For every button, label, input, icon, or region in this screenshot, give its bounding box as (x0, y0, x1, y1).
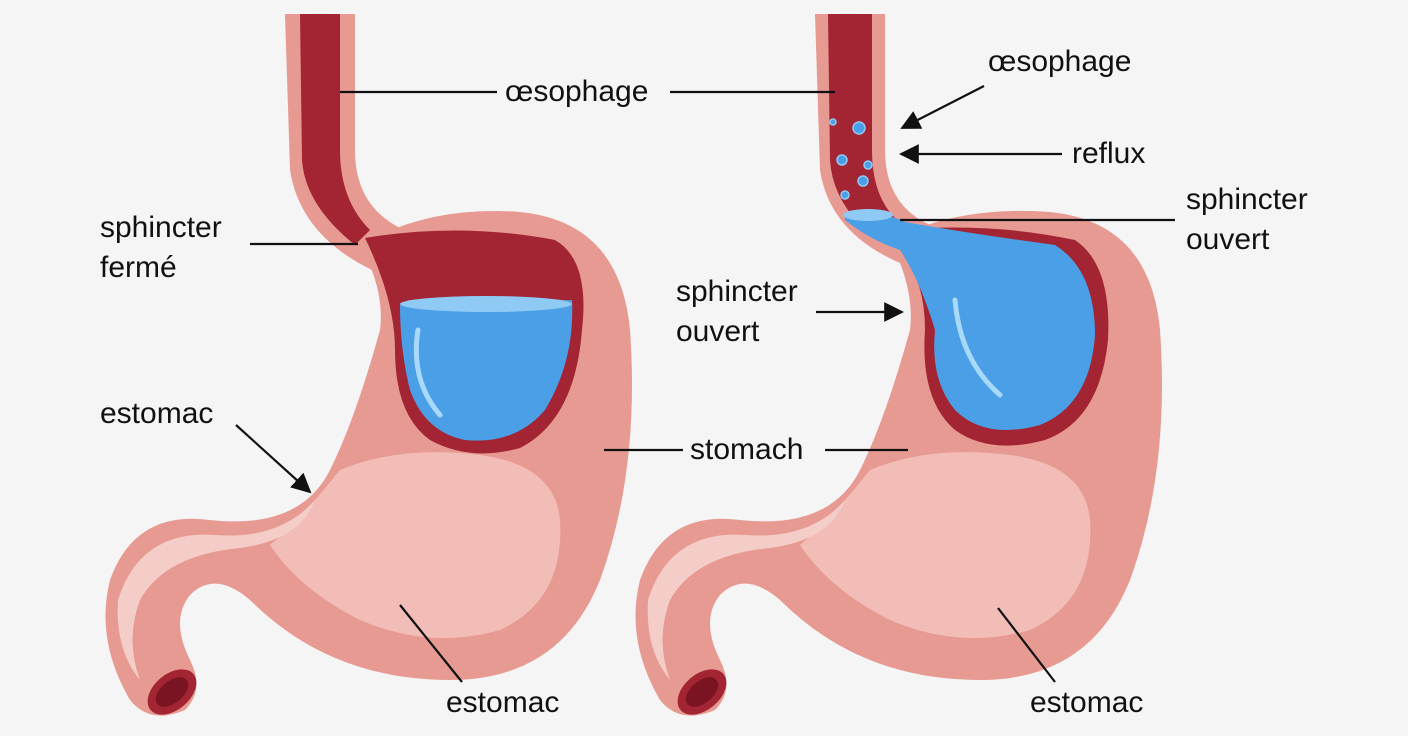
label-right-sphincter-side-line1: sphincter (676, 275, 798, 308)
label-right-esophagus: œsophage (988, 45, 1132, 78)
left-stomach (105, 14, 632, 716)
right-acid-pool (845, 213, 1095, 430)
leader-lines (235, 85, 1175, 683)
label-right-sphincter-top-line1: sphincter (1186, 183, 1308, 216)
label-left-stomach-lower: estomac (446, 686, 560, 719)
label-right-sphincter-side-line2: ouvert (676, 315, 760, 348)
label-right-sphincter-top-line2: ouvert (1186, 223, 1270, 256)
label-left-sphincter: sphincter fermé (100, 208, 222, 288)
label-left-sphincter-line1: sphincter (100, 211, 222, 244)
right-stomach (635, 14, 1162, 716)
label-right-stomach-lower: estomac (1030, 686, 1144, 719)
label-left-sphincter-line2: fermé (100, 251, 177, 284)
right-esophagus-lumen (828, 14, 895, 225)
left-esophagus-lumen (300, 14, 370, 245)
left-duodenum-highlight (117, 500, 315, 680)
label-left-stomach-upper: estomac (100, 397, 214, 430)
right-stomach-inner (800, 452, 1091, 638)
left-acid-pool (400, 300, 573, 441)
label-center-stomach: stomach (690, 433, 804, 466)
label-right-sphincter-side: sphincter ouvert (676, 272, 798, 352)
label-left-esophagus: œsophage (505, 75, 649, 108)
reflux-bubbles (829, 118, 873, 200)
right-duodenum-highlight (647, 500, 845, 680)
label-right-reflux: reflux (1072, 137, 1146, 170)
left-stomach-inner (270, 452, 561, 638)
label-right-sphincter-top: sphincter ouvert (1186, 180, 1308, 260)
